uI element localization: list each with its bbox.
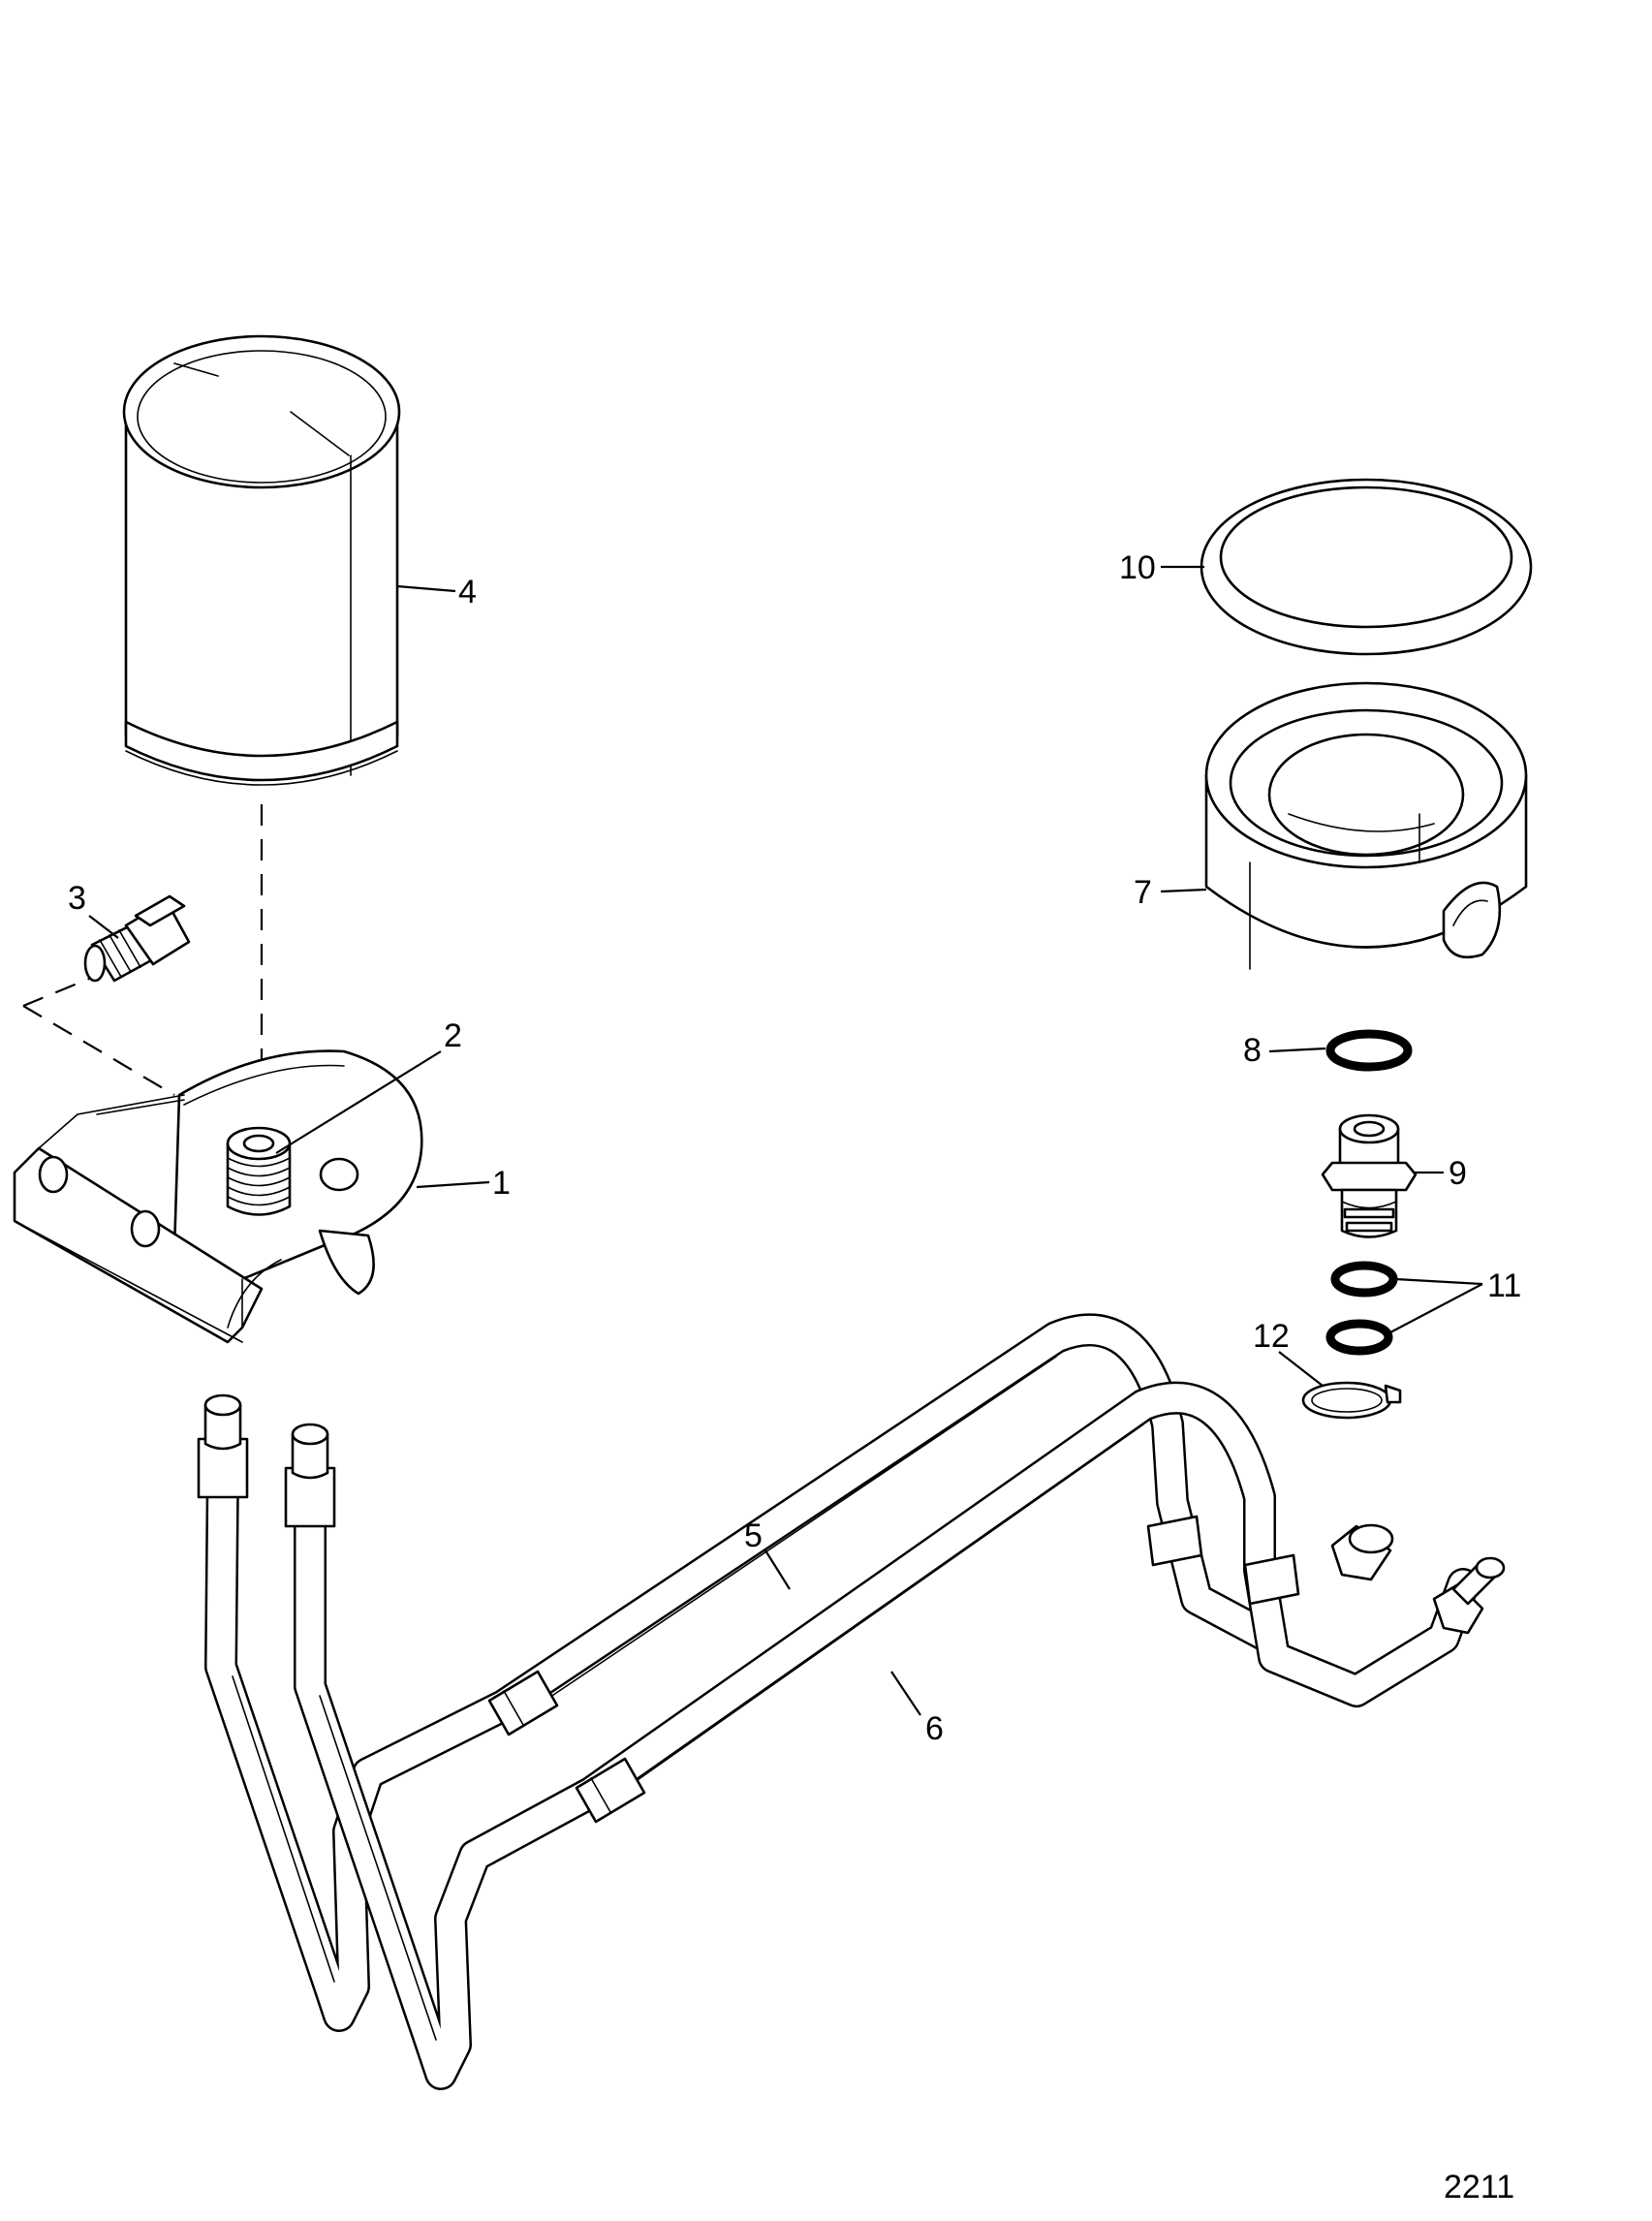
callout-3: 3 <box>68 880 86 917</box>
sealing-ring <box>1200 478 1533 656</box>
leader-3 <box>88 915 119 939</box>
oil-line-upper <box>204 1313 1286 2032</box>
o-ring-upper <box>1325 1029 1413 1072</box>
callout-12: 12 <box>1253 1318 1290 1355</box>
line-ferrule-upper <box>487 1670 559 1736</box>
filter-mounting-bracket <box>13 1049 423 1344</box>
figure-number: 2211 <box>1444 2169 1514 2205</box>
line-fitting-right-2 <box>1432 1556 1506 1635</box>
o-ring-lower-1 <box>1330 1261 1398 1298</box>
leader-11b <box>1389 1283 1483 1333</box>
o-ring-lower-2 <box>1325 1319 1393 1356</box>
leader-4 <box>396 584 456 593</box>
callout-7: 7 <box>1134 874 1152 911</box>
callout-9: 9 <box>1449 1155 1467 1192</box>
valve-fitting <box>1321 1113 1418 1238</box>
callout-10: 10 <box>1119 549 1156 586</box>
callout-11: 11 <box>1487 1267 1521 1304</box>
line-ferrule-right-2 <box>1243 1553 1300 1606</box>
line-fitting-left-2 <box>284 1423 336 1528</box>
leader-2 <box>275 1050 442 1154</box>
oil-line-lower <box>294 1381 1480 2090</box>
leader-1 <box>416 1180 490 1189</box>
callout-2: 2 <box>444 1017 462 1054</box>
leader-11a <box>1394 1277 1483 1286</box>
oil-filter-canister <box>122 334 401 786</box>
bolt-alignment-line-2 <box>22 1005 175 1096</box>
leader-8 <box>1268 1047 1326 1053</box>
leader-6 <box>890 1671 921 1716</box>
filter-adapter-housing <box>1204 681 1528 970</box>
leader-12 <box>1278 1351 1324 1387</box>
bolt-alignment-line <box>22 977 90 1008</box>
callout-6: 6 <box>925 1710 944 1747</box>
line-fitting-right-1 <box>1330 1523 1394 1581</box>
line-fitting-left-1 <box>197 1393 249 1499</box>
snap-ring <box>1301 1381 1402 1420</box>
callout-8: 8 <box>1243 1032 1262 1069</box>
callout-1: 1 <box>492 1165 511 1202</box>
line-ferrule-lower <box>575 1757 646 1824</box>
threaded-nipple <box>226 1126 292 1216</box>
callout-4: 4 <box>458 574 477 610</box>
leader-7 <box>1160 888 1207 893</box>
callout-5: 5 <box>744 1517 763 1554</box>
leader-5 <box>764 1549 791 1590</box>
mounting-bolt <box>83 894 191 983</box>
line-ferrule-right-1 <box>1146 1515 1203 1567</box>
